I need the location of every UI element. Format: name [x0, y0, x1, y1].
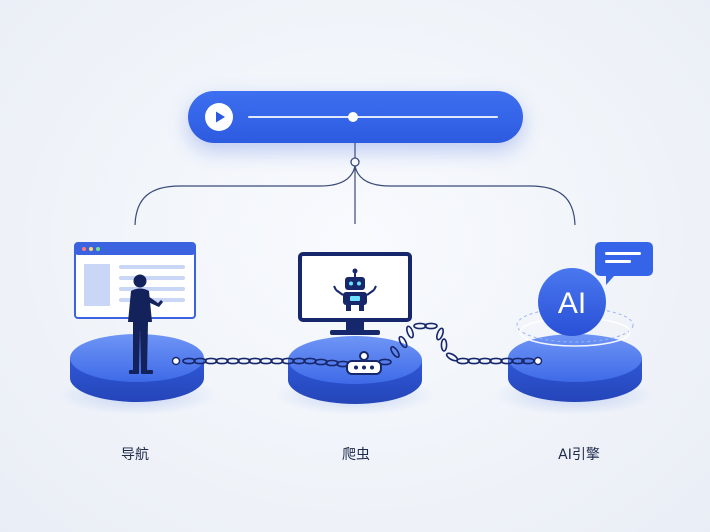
- user-silhouette-icon: [128, 274, 163, 374]
- platform-crawler: [288, 336, 422, 404]
- chain-anchor-left: [171, 356, 181, 366]
- chain-anchor-right: [533, 356, 543, 366]
- robot-icon: [333, 268, 377, 311]
- label-crawler: 爬虫: [342, 447, 370, 463]
- chain-link-right: [378, 322, 535, 366]
- progress-knob[interactable]: [348, 112, 358, 122]
- label-ai-engine: AI引擎: [558, 447, 600, 463]
- media-player-bar: [188, 91, 523, 143]
- chat-bubble-icon: [595, 242, 653, 285]
- chain-link-left: [182, 357, 350, 368]
- progress-track[interactable]: [248, 116, 498, 118]
- ai-badge-text: AI: [558, 287, 586, 320]
- play-icon: [216, 111, 225, 123]
- ai-sphere: [538, 268, 606, 336]
- connector-node: [350, 157, 360, 167]
- crawler-bot-icon: [346, 351, 382, 375]
- hierarchy-connector: [134, 143, 576, 226]
- label-nav: 导航: [121, 447, 149, 463]
- play-button[interactable]: [205, 103, 233, 131]
- platform-ai: [508, 334, 642, 402]
